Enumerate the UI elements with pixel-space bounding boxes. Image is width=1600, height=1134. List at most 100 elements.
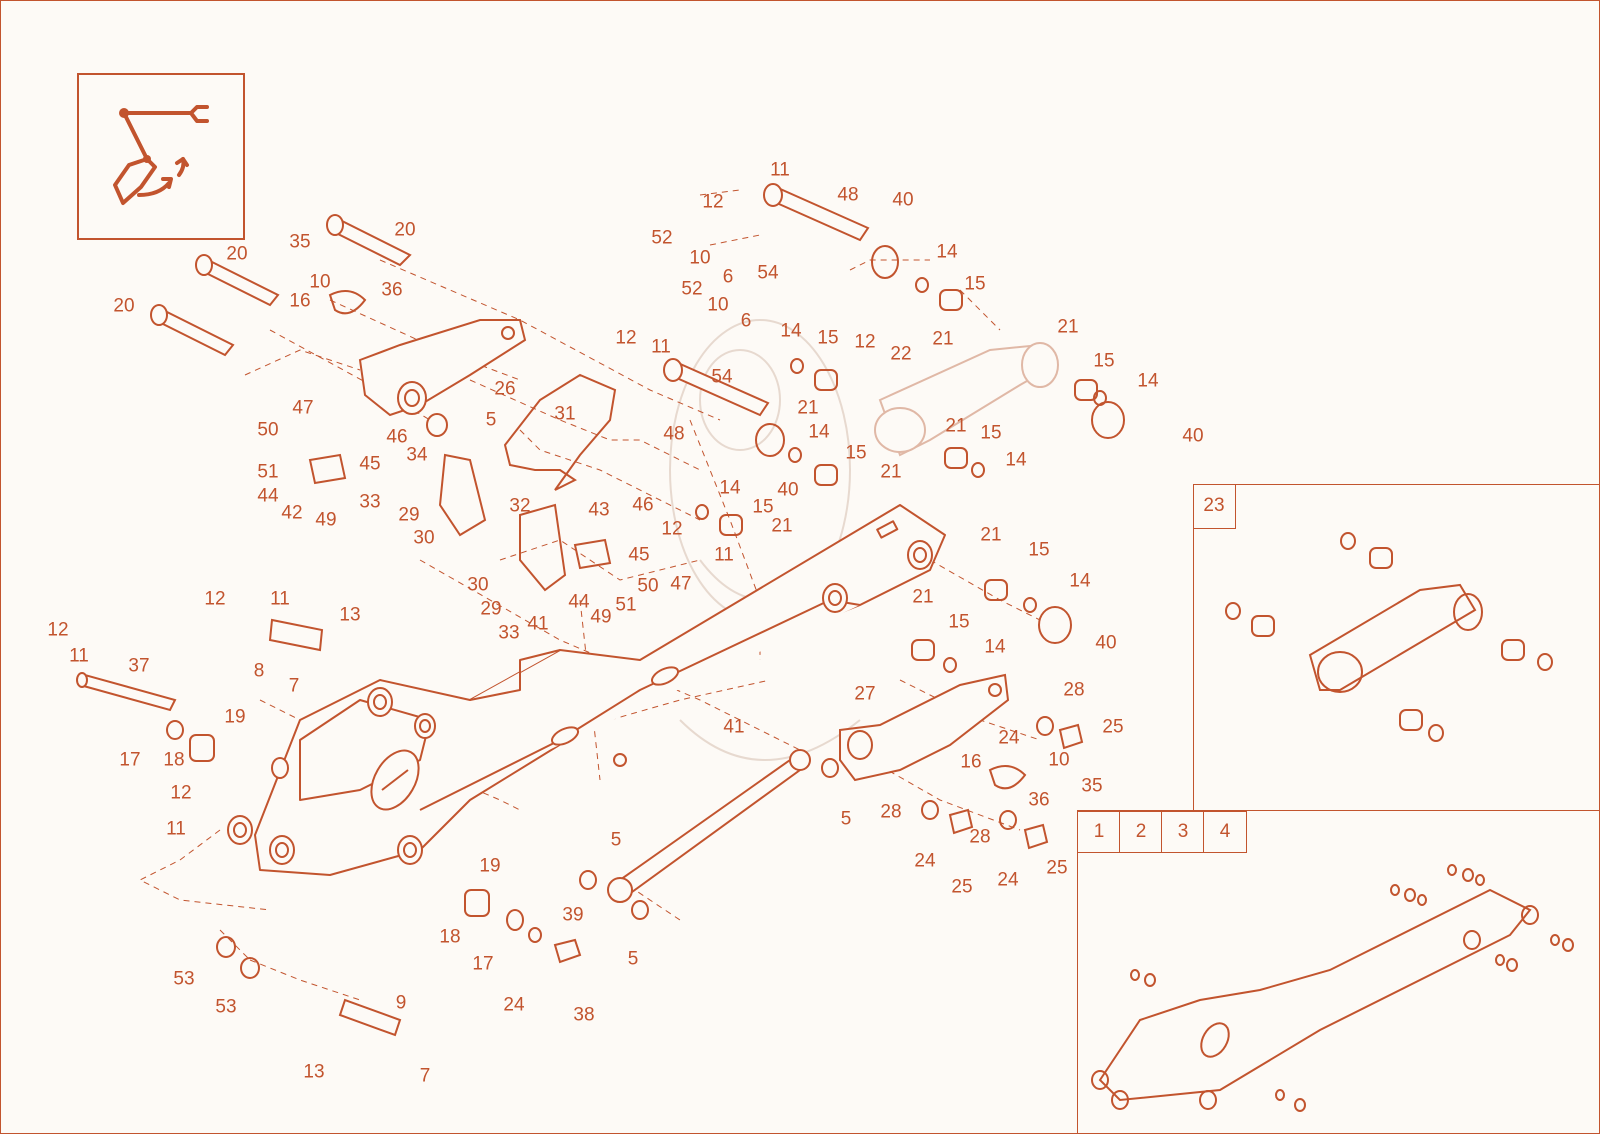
callout-label: 6 bbox=[740, 310, 752, 332]
link-assembly bbox=[874, 342, 1059, 457]
callout-label: 25 bbox=[1102, 716, 1124, 738]
callout-label: 28 bbox=[1063, 679, 1085, 701]
callout-label: 17 bbox=[119, 749, 141, 771]
callout-label: 14 bbox=[1005, 449, 1027, 471]
callout-label: 29 bbox=[398, 504, 420, 526]
callout-label: 12 bbox=[170, 782, 192, 804]
callout-label: 47 bbox=[670, 573, 692, 595]
callout-label: 17 bbox=[472, 953, 494, 975]
callout-label: 15 bbox=[817, 327, 839, 349]
callout-label: 15 bbox=[1093, 350, 1115, 372]
callout-label: 52 bbox=[651, 227, 673, 249]
callout-label: 54 bbox=[711, 366, 733, 388]
callout-label: 21 bbox=[912, 586, 934, 608]
callout-label: 14 bbox=[936, 241, 958, 263]
callout-label: 39 bbox=[562, 904, 584, 926]
callout-label: 51 bbox=[615, 594, 637, 616]
detail-23-illustration bbox=[1225, 532, 1553, 742]
callout-label: 46 bbox=[386, 426, 408, 448]
bellcrank-link-27 bbox=[839, 673, 1010, 782]
callout-label: 10 bbox=[1048, 749, 1070, 771]
callout-label: 5 bbox=[840, 808, 852, 830]
callout-label: 40 bbox=[1182, 425, 1204, 447]
callout-label: 35 bbox=[1081, 775, 1103, 797]
callout-label: 11 bbox=[770, 159, 790, 181]
callout-label: 14 bbox=[1069, 570, 1091, 592]
callout-label: 30 bbox=[467, 574, 489, 596]
callout-label: 41 bbox=[723, 716, 745, 738]
callout-label: 16 bbox=[289, 290, 311, 312]
callout-label: 48 bbox=[663, 423, 685, 445]
bracket-31 bbox=[503, 373, 617, 491]
callout-label: 15 bbox=[980, 422, 1002, 444]
callout-label: 12 bbox=[702, 191, 724, 213]
callout-label: 14 bbox=[1137, 370, 1159, 392]
callout-label: 24 bbox=[997, 869, 1019, 891]
callout-label: 21 bbox=[1057, 316, 1079, 338]
callout-label: 13 bbox=[303, 1061, 325, 1083]
callout-label: 47 bbox=[292, 397, 314, 419]
callout-label: 45 bbox=[359, 453, 381, 475]
callout-label: 30 bbox=[413, 527, 435, 549]
callout-label: 19 bbox=[224, 706, 246, 728]
callout-label: 18 bbox=[439, 926, 461, 948]
callout-label: 31 bbox=[554, 403, 576, 425]
callout-label: 41 bbox=[527, 613, 549, 635]
mode-icon-box bbox=[77, 73, 245, 240]
callout-label: 28 bbox=[880, 801, 902, 823]
variant-arm-illustration bbox=[1091, 864, 1574, 1112]
callout-label: 36 bbox=[1028, 789, 1050, 811]
callout-label: 5 bbox=[485, 409, 497, 431]
callout-label: 15 bbox=[752, 496, 774, 518]
callout-label: 10 bbox=[707, 294, 729, 316]
variant-tab-2[interactable]: 2 bbox=[1119, 811, 1163, 853]
callout-label: 21 bbox=[980, 524, 1002, 546]
callout-label: 12 bbox=[854, 331, 876, 353]
callout-label: 12 bbox=[661, 518, 683, 540]
callout-label: 11 bbox=[166, 818, 186, 840]
callout-label: 6 bbox=[722, 266, 734, 288]
callout-label: 25 bbox=[1046, 857, 1068, 879]
callout-label: 14 bbox=[808, 421, 830, 443]
bellcrank-link-26 bbox=[358, 319, 527, 417]
callout-label: 15 bbox=[964, 273, 986, 295]
callout-label: 24 bbox=[503, 994, 525, 1016]
callout-label: 53 bbox=[173, 968, 195, 990]
variant-tab-4[interactable]: 4 bbox=[1203, 811, 1247, 853]
callout-label: 27 bbox=[854, 683, 876, 705]
callout-label: 13 bbox=[339, 604, 361, 626]
callout-label: 12 bbox=[615, 327, 637, 349]
callout-label: 10 bbox=[309, 271, 331, 293]
callout-label: 21 bbox=[771, 515, 793, 537]
callout-label: 8 bbox=[253, 660, 265, 682]
callout-label: 29 bbox=[480, 598, 502, 620]
pins bbox=[76, 183, 870, 1037]
callout-label: 48 bbox=[837, 184, 859, 206]
callout-label: 42 bbox=[281, 502, 303, 524]
callout-label: 44 bbox=[568, 591, 590, 613]
callout-label: 20 bbox=[394, 219, 416, 241]
callout-label: 18 bbox=[163, 749, 185, 771]
bucket-curl-icon bbox=[113, 105, 209, 205]
callout-label: 21 bbox=[932, 328, 954, 350]
detail-23-panel bbox=[1193, 484, 1600, 811]
callout-label: 14 bbox=[780, 320, 802, 342]
detail-23-tag: 23 bbox=[1193, 484, 1236, 529]
variant-tab-3[interactable]: 3 bbox=[1161, 811, 1205, 853]
callout-label: 33 bbox=[359, 491, 381, 513]
callout-label: 32 bbox=[509, 495, 531, 517]
callout-label: 21 bbox=[797, 397, 819, 419]
callout-label: 20 bbox=[113, 295, 135, 317]
callout-label: 12 bbox=[204, 588, 226, 610]
variant-tab-1[interactable]: 1 bbox=[1077, 811, 1121, 853]
callout-label: 10 bbox=[689, 247, 711, 269]
callout-label: 21 bbox=[945, 415, 967, 437]
callout-label: 24 bbox=[998, 727, 1020, 749]
callout-label: 28 bbox=[969, 826, 991, 848]
callout-label: 43 bbox=[588, 499, 610, 521]
callout-label: 36 bbox=[381, 279, 403, 301]
boom-arm bbox=[227, 504, 946, 876]
callout-label: 25 bbox=[951, 876, 973, 898]
